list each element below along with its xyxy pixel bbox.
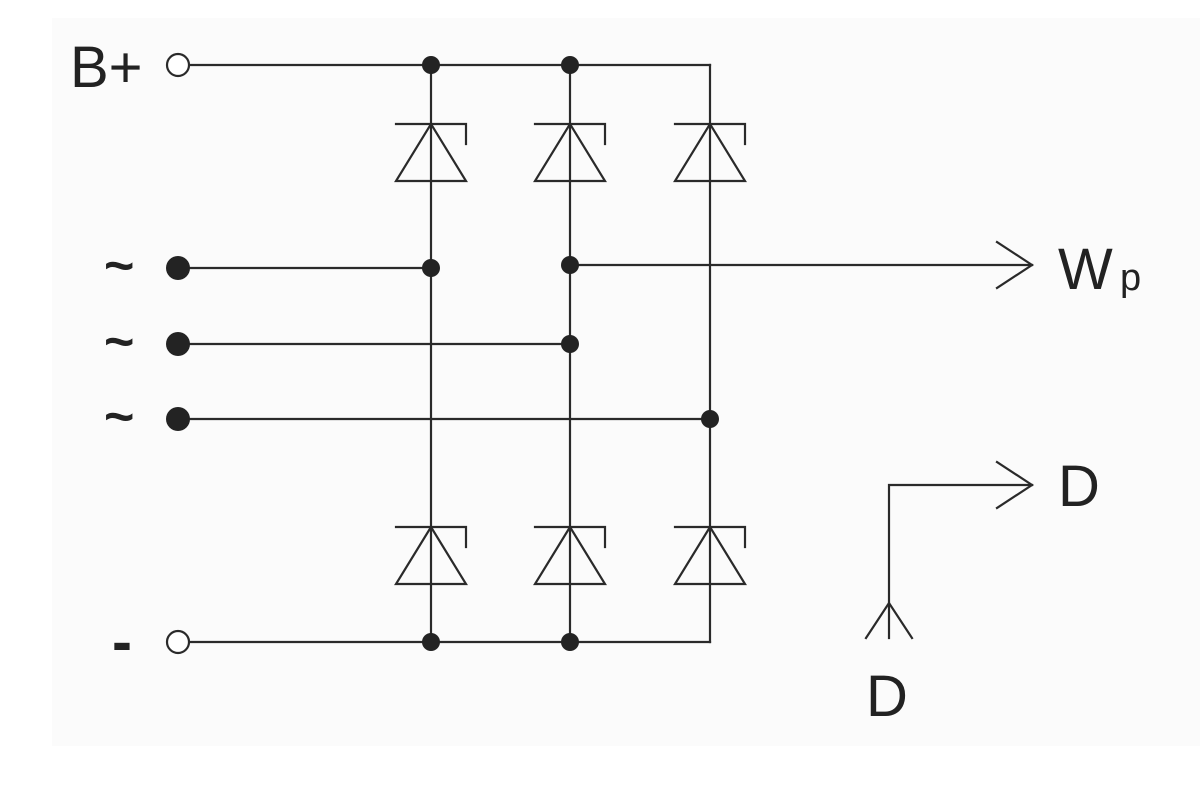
- negative-terminal-label: -: [112, 608, 132, 675]
- zener-diode-lower-1: [394, 524, 468, 586]
- junction-dot: [701, 410, 719, 428]
- negative-terminal: [165, 629, 191, 655]
- wp-arrow-icon: [995, 240, 1035, 290]
- d-input-label: D: [866, 664, 908, 729]
- junction-dot: [422, 56, 440, 74]
- phase-terminal-1: [166, 256, 190, 280]
- zener-diode-upper-1: [394, 121, 468, 183]
- zener-diode-lower-2: [533, 524, 607, 586]
- junction-dot: [422, 259, 440, 277]
- d-output-label: D: [1058, 454, 1100, 519]
- zener-diode-lower-3: [673, 524, 747, 586]
- junction-dot: [422, 633, 440, 651]
- diagram-panel: [52, 18, 1200, 746]
- d-arrow-icon: [995, 460, 1035, 510]
- phase-label-1: ~: [104, 237, 134, 295]
- junction-dot: [561, 256, 579, 274]
- phase-terminal-3: [166, 407, 190, 431]
- phase-label-2: ~: [104, 313, 134, 371]
- zener-diode-upper-2: [533, 121, 607, 183]
- positive-terminal: [165, 52, 191, 78]
- junction-dot: [561, 633, 579, 651]
- positive-terminal-label: B+: [70, 35, 143, 100]
- wp-label-main: W: [1058, 237, 1113, 302]
- phase-terminal-2: [166, 332, 190, 356]
- d-signal-line: [887, 483, 1034, 640]
- d-input-fork-icon: [864, 600, 914, 640]
- junction-dot: [561, 56, 579, 74]
- phase-label-3: ~: [104, 388, 134, 446]
- wp-label-sub: p: [1120, 257, 1141, 299]
- zener-diode-upper-3: [673, 121, 747, 183]
- junction-dot: [561, 335, 579, 353]
- wp-output-label: W p: [1058, 237, 1141, 302]
